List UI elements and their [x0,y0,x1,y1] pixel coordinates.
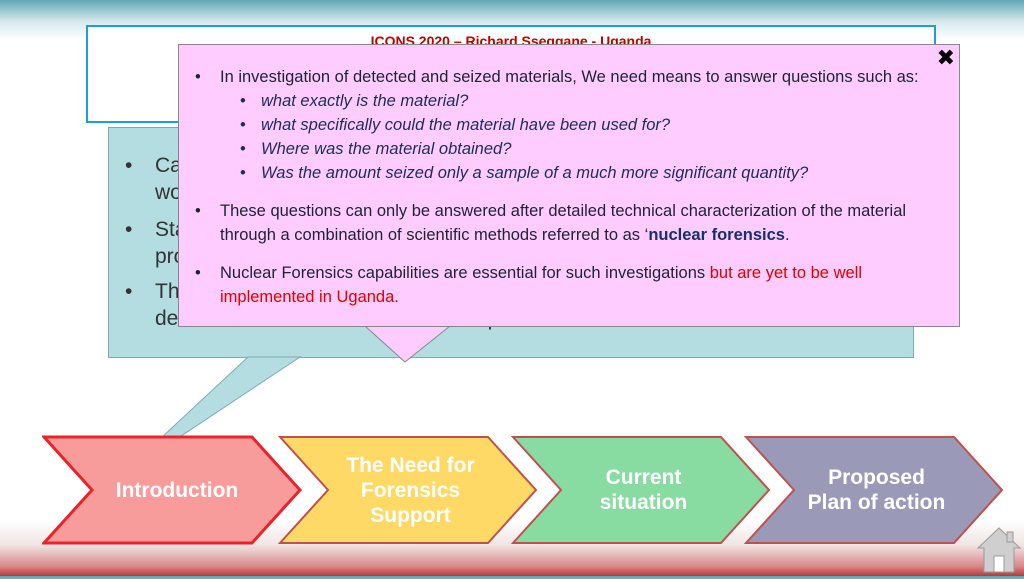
step-proposed-plan[interactable]: Proposed Plan of action [744,435,1006,545]
chevron-shape [278,436,538,544]
question-list: what exactly is the material? what speci… [220,89,940,185]
step-label: Proposed Plan of action [807,466,946,514]
question-item: what specifically could the material hav… [240,113,940,137]
step-label: The Need for Forensics Support [346,453,475,527]
popup-bullet: In investigation of detected and seized … [195,65,940,185]
nuclear-forensics-term: nuclear forensics [648,226,785,244]
step-introduction[interactable]: Introduction [42,435,304,545]
step-label: Introduction [115,478,239,502]
chevron-shape [511,436,771,544]
chevron-shape [744,436,1004,544]
popup-bullet: Nuclear Forensics capabilities are essen… [195,261,940,309]
question-item: Where was the material obtained? [240,137,940,161]
question-item: what exactly is the material? [240,89,940,113]
popup-callout: ✖ In investigation of detected and seize… [178,44,960,327]
home-icon[interactable] [976,526,1022,574]
chevron-shape [42,435,303,545]
popup-bullet-list: In investigation of detected and seized … [195,65,940,309]
step-current-situation[interactable]: Current situation [511,435,773,545]
highlight-text: but are yet to be well implemented in Ug… [220,264,862,306]
popup-bullet: These questions can only be answered aft… [195,199,940,247]
pink-callout-tail [363,325,452,363]
background-bullet: Ca wo [125,152,905,206]
step-label: Current situation [599,466,688,514]
close-icon[interactable]: ✖ [936,45,955,70]
question-item: Was the amount seized only a sample of a… [240,161,940,185]
step-need-for-forensics[interactable]: The Need for Forensics Support [278,435,540,545]
